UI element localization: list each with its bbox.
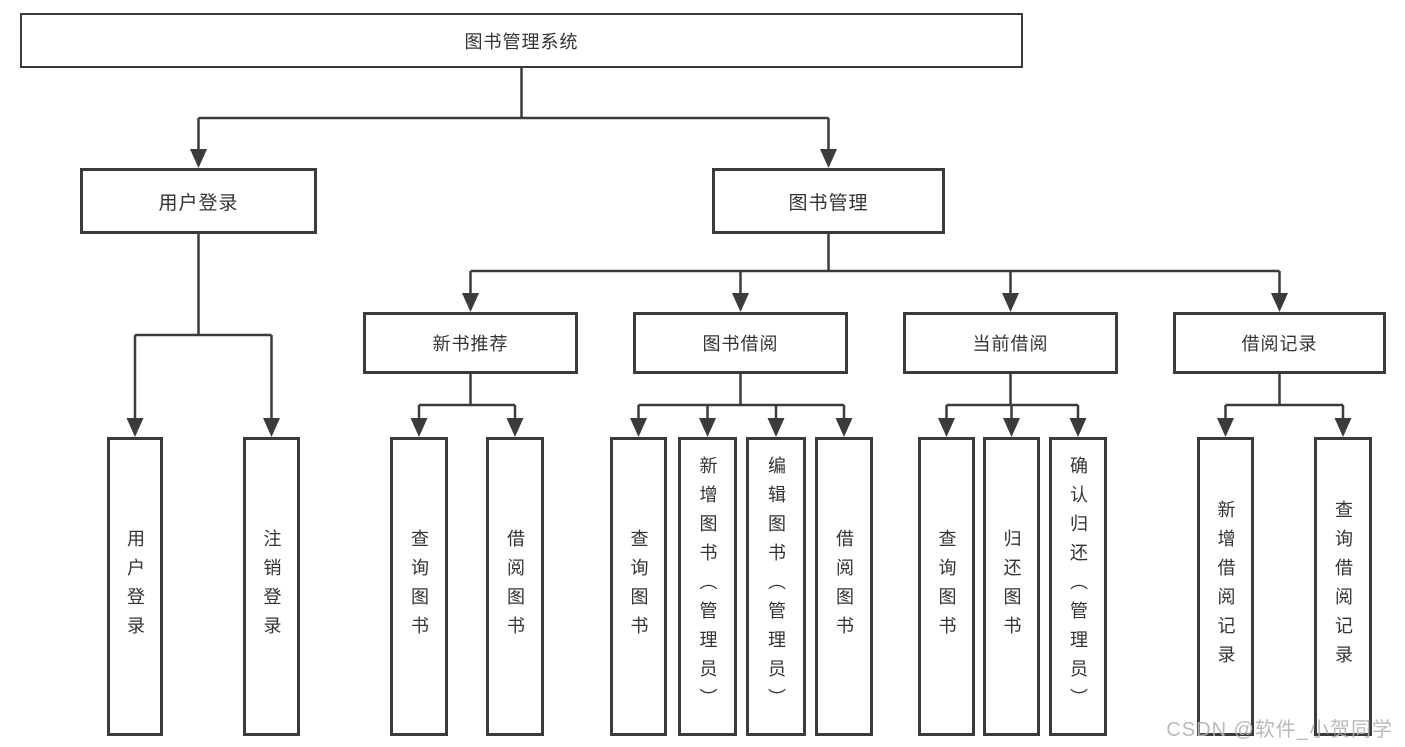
leaf-borrow-edit-books-admin-label: 编辑图书（管理员） — [766, 456, 786, 717]
leaf-current-confirm-return-admin-label: 确认归还（管理员） — [1068, 456, 1088, 717]
arrowheads-book-mgmt-to-level3 — [462, 293, 1288, 312]
node-user-login: 用户登录 — [80, 168, 317, 234]
leaf-borrow-query-books: 查询图书 — [610, 437, 667, 736]
node-new-book-recommend-label: 新书推荐 — [432, 334, 509, 354]
connector-user-login-children — [133, 234, 273, 419]
node-book-borrowing-label: 图书借阅 — [702, 334, 779, 354]
leaf-borrow-add-books-admin: 新增图书（管理员） — [678, 437, 737, 736]
connector-book-borrow-children — [637, 374, 846, 419]
leaf-records-query-record: 查询借阅记录 — [1314, 437, 1372, 736]
arrowheads-root-to-level2 — [190, 149, 837, 168]
leaf-borrow-borrow-books: 借阅图书 — [815, 437, 873, 736]
node-book-management: 图书管理 — [712, 168, 945, 234]
node-book-management-label: 图书管理 — [788, 192, 869, 214]
connector-book-mgmt-to-level3 — [469, 234, 1281, 294]
node-borrow-records-label: 借阅记录 — [1241, 334, 1318, 354]
leaf-logout-label: 注销登录 — [261, 528, 282, 645]
leaf-logout: 注销登录 — [243, 437, 300, 736]
node-user-login-label: 用户登录 — [158, 192, 239, 214]
leaf-borrow-edit-books-admin: 编辑图书（管理员） — [746, 437, 806, 736]
connector-root-to-level2 — [197, 68, 830, 150]
leaf-current-confirm-return-admin: 确认归还（管理员） — [1049, 437, 1107, 736]
leaf-borrow-borrow-books-label: 借阅图书 — [834, 528, 854, 645]
leaf-newrec-borrow-books-label: 借阅图书 — [505, 528, 525, 645]
leaf-newrec-query-books-label: 查询图书 — [409, 528, 429, 645]
node-library-system: 图书管理系统 — [20, 13, 1023, 68]
node-library-system-label: 图书管理系统 — [464, 31, 579, 52]
leaf-user-login: 用户登录 — [107, 437, 163, 736]
leaf-borrow-add-books-admin-label: 新增图书（管理员） — [697, 456, 718, 717]
leaf-newrec-query-books: 查询图书 — [390, 437, 448, 736]
node-book-borrowing: 图书借阅 — [633, 312, 848, 374]
arrowheads-current-borrow-children — [938, 418, 1087, 437]
arrowheads-book-borrow-children — [630, 418, 853, 437]
connector-borrow-records-children — [1224, 374, 1345, 419]
leaf-borrow-query-books-label: 查询图书 — [628, 528, 649, 645]
leaf-current-return-books: 归还图书 — [983, 437, 1040, 736]
leaf-user-login-label: 用户登录 — [125, 528, 145, 645]
node-current-borrowing-label: 当前借阅 — [972, 334, 1049, 354]
leaf-records-add-record: 新增借阅记录 — [1197, 437, 1254, 736]
leaf-records-query-record-label: 查询借阅记录 — [1333, 499, 1353, 674]
connector-new-book-children — [417, 374, 517, 419]
leaf-current-query-books: 查询图书 — [918, 437, 975, 736]
node-new-book-recommend: 新书推荐 — [363, 312, 578, 374]
arrowheads-user-login-children — [126, 418, 280, 437]
leaf-newrec-borrow-books: 借阅图书 — [486, 437, 544, 736]
connector-current-borrow-children — [945, 374, 1080, 419]
arrowheads-new-book-children — [410, 418, 524, 437]
arrowheads-borrow-records-children — [1217, 418, 1352, 437]
leaf-records-add-record-label: 新增借阅记录 — [1215, 499, 1236, 674]
node-current-borrowing: 当前借阅 — [903, 312, 1118, 374]
csdn-watermark: CSDN @软件_小贺同学 — [1166, 719, 1393, 741]
leaf-current-return-books-label: 归还图书 — [1001, 528, 1022, 645]
leaf-current-query-books-label: 查询图书 — [936, 528, 957, 645]
node-borrow-records: 借阅记录 — [1173, 312, 1386, 374]
